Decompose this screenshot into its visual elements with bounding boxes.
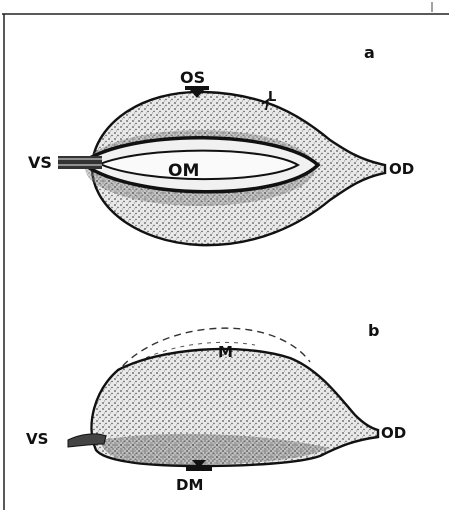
panel-a: a OS L VS OM OD <box>28 43 414 245</box>
panel-b: b M VS OD DM <box>26 321 406 494</box>
panel-a-label-om: OM <box>168 161 199 181</box>
panel-a-letter: a <box>364 43 375 62</box>
panel-b-label-m: M <box>218 343 233 361</box>
panel-b-label-od: OD <box>381 424 406 442</box>
panel-b-letter: b <box>368 321 379 340</box>
panel-b-label-vs: VS <box>26 430 48 448</box>
panel-a-vs-stem <box>58 156 102 169</box>
panel-a-label-l: L <box>268 90 276 105</box>
panel-a-label-od: OD <box>389 160 414 178</box>
panel-a-label-os: OS <box>180 68 205 87</box>
panel-b-label-dm: DM <box>176 476 203 494</box>
panel-a-label-vs: VS <box>28 153 52 172</box>
